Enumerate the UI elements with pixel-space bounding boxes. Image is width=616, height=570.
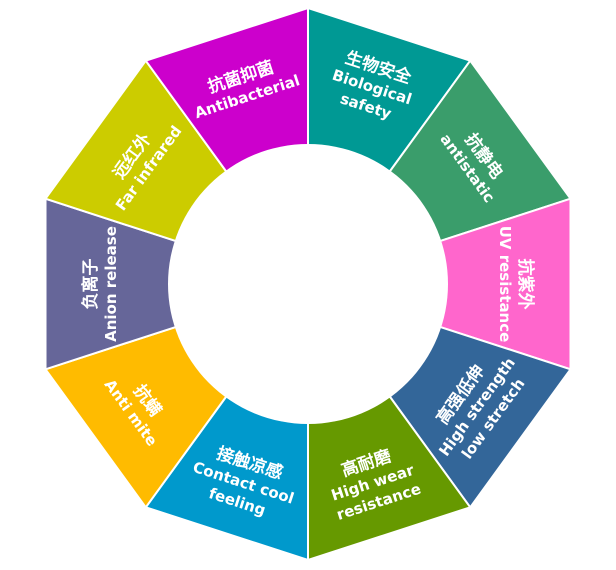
segment-label-uv-resistance: 抗紫外UV resistance (496, 226, 536, 343)
segment-english-uv-resistance-0: UV resistance (496, 226, 514, 343)
segment-english-anion-release-0: Anion release (102, 226, 120, 342)
label-anion-release: 负离子Anion release (80, 226, 120, 342)
label-uv-resistance: 抗紫外UV resistance (496, 226, 536, 343)
wheel-segments (43, 6, 573, 562)
segment-label-anion-release: 负离子Anion release (80, 226, 120, 342)
center-hole (168, 144, 448, 424)
segment-chinese-anion-release: 负离子 (80, 259, 101, 310)
segment-chinese-uv-resistance: 抗紫外 (515, 259, 536, 310)
